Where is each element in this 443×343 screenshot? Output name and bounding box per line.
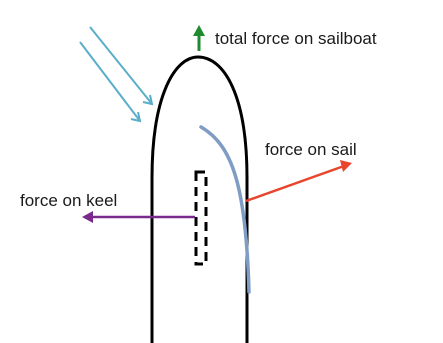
sail-force-arrow [245, 160, 352, 203]
boat-hull [150, 55, 249, 343]
sail [199, 125, 251, 294]
sail-force-label: force on sail [265, 140, 357, 159]
keel-force-label: force on keel [20, 191, 117, 210]
total-force-label: total force on sailboat [215, 29, 377, 48]
wind-arrows [79, 26, 154, 123]
total-force-arrow [193, 25, 205, 51]
keel-force-arrow [82, 211, 195, 223]
keel [194, 170, 208, 266]
